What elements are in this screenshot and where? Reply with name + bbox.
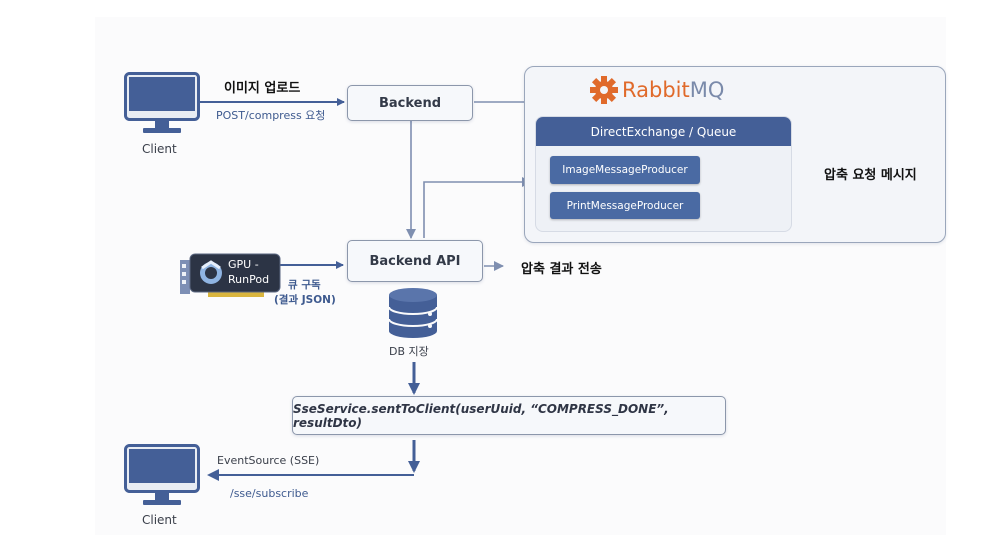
- queue-subscribe-label: 큐 구독: [288, 279, 321, 291]
- queue-result-json-label: (결과 JSON): [274, 294, 336, 306]
- gpu-label-line1: GPU -: [228, 258, 259, 271]
- producer-print-label: PrintMessageProducer: [566, 199, 684, 212]
- client-bottom: Client: [124, 444, 200, 530]
- exchange-panel: DirectExchange / Queue ImageMessageProdu…: [535, 116, 792, 232]
- exchange-header: DirectExchange / Queue: [536, 117, 791, 146]
- compress-request-message-label: 압축 요청 메시지: [824, 168, 917, 183]
- client-top-label: Client: [142, 142, 177, 156]
- rabbitmq-logo: Rabbit MQ: [589, 75, 724, 105]
- event-source-label: EventSource (SSE): [217, 454, 320, 467]
- monitor-icon: [124, 72, 200, 133]
- arrow-backend-api-to-rabbitmq: [423, 177, 532, 238]
- backend-box[interactable]: Backend: [347, 85, 473, 121]
- exchange-header-label: DirectExchange / Queue: [590, 124, 737, 139]
- producer-image-label: ImageMessageProducer: [562, 164, 688, 176]
- upload-title: 이미지 업로드: [224, 81, 301, 96]
- client-bottom-label: Client: [142, 513, 177, 527]
- backend-api-label: Backend API: [369, 253, 461, 269]
- producer-image[interactable]: ImageMessageProducer: [550, 156, 700, 184]
- producer-print[interactable]: PrintMessageProducer: [550, 192, 700, 219]
- database-icon: [388, 288, 438, 338]
- rabbitmq-container: Rabbit MQ DirectExchange / Queue ImageMe…: [524, 66, 946, 243]
- gpu-runpod-card: GPU - RunPod: [178, 252, 283, 304]
- monitor-icon: [124, 444, 200, 505]
- backend-label: Backend: [378, 95, 442, 111]
- sse-service-box[interactable]: SseService.sentToClient(userUuid, “COMPR…: [292, 396, 726, 435]
- sse-service-label: SseService.sentToClient(userUuid, “COMPR…: [293, 401, 669, 430]
- sse-subscribe-path: /sse/subscribe: [230, 487, 309, 500]
- rabbitmq-gear-icon: [590, 76, 618, 104]
- database: DB 지장: [383, 287, 443, 358]
- client-top: Client: [124, 72, 200, 158]
- db-label: DB 지장: [389, 345, 429, 358]
- gpu-card-icon: [180, 253, 281, 297]
- gpu-label-line2: RunPod: [228, 273, 270, 286]
- rabbitmq-logo-primary: Rabbit: [622, 78, 690, 102]
- compress-result-label: 압축 결과 전송: [521, 262, 602, 277]
- rabbitmq-logo-secondary: MQ: [689, 78, 725, 102]
- upload-request-label: POST/compress 요청: [216, 109, 326, 122]
- backend-api-box[interactable]: Backend API: [347, 240, 483, 282]
